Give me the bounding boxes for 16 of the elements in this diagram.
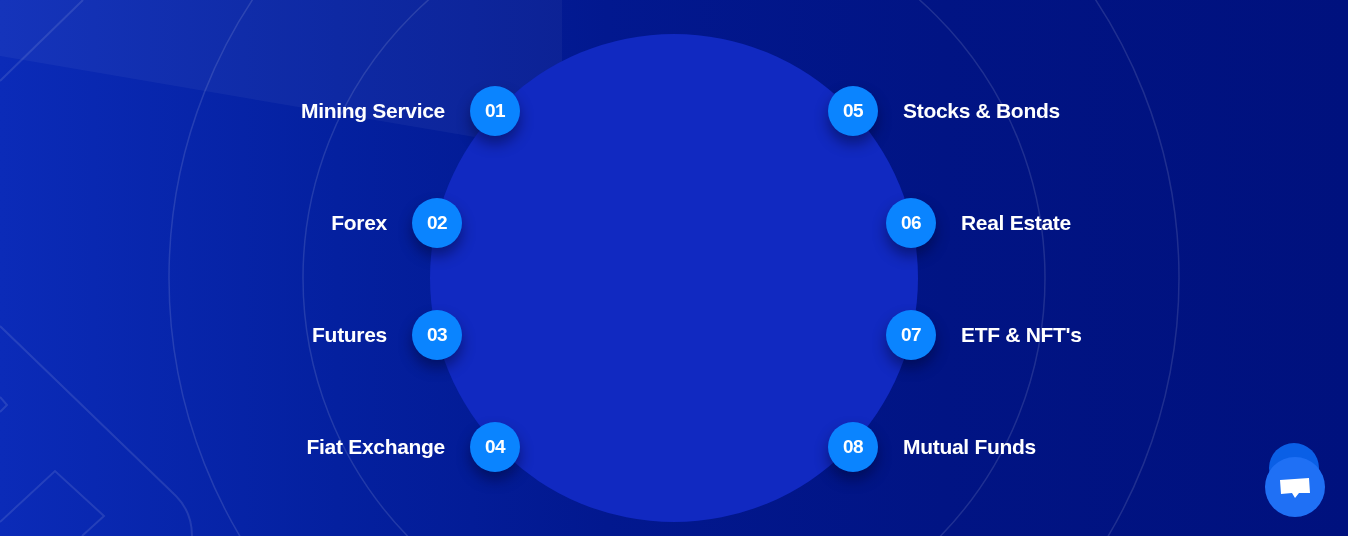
service-label: Mutual Funds (903, 434, 1036, 460)
number-badge: 03 (412, 310, 462, 360)
number-badge: 04 (470, 422, 520, 472)
service-label: Fiat Exchange (306, 434, 445, 460)
number-badge: 08 (828, 422, 878, 472)
number-badge: 06 (886, 198, 936, 248)
service-label: ETF & NFT's (961, 322, 1082, 348)
number-badge: 01 (470, 86, 520, 136)
number-badge: 05 (828, 86, 878, 136)
service-label: Forex (331, 210, 387, 236)
number-badge: 02 (412, 198, 462, 248)
number-badge: 07 (886, 310, 936, 360)
service-label: Real Estate (961, 210, 1071, 236)
service-label: Futures (312, 322, 387, 348)
service-label: Mining Service (301, 98, 445, 124)
service-label: Stocks & Bonds (903, 98, 1060, 124)
